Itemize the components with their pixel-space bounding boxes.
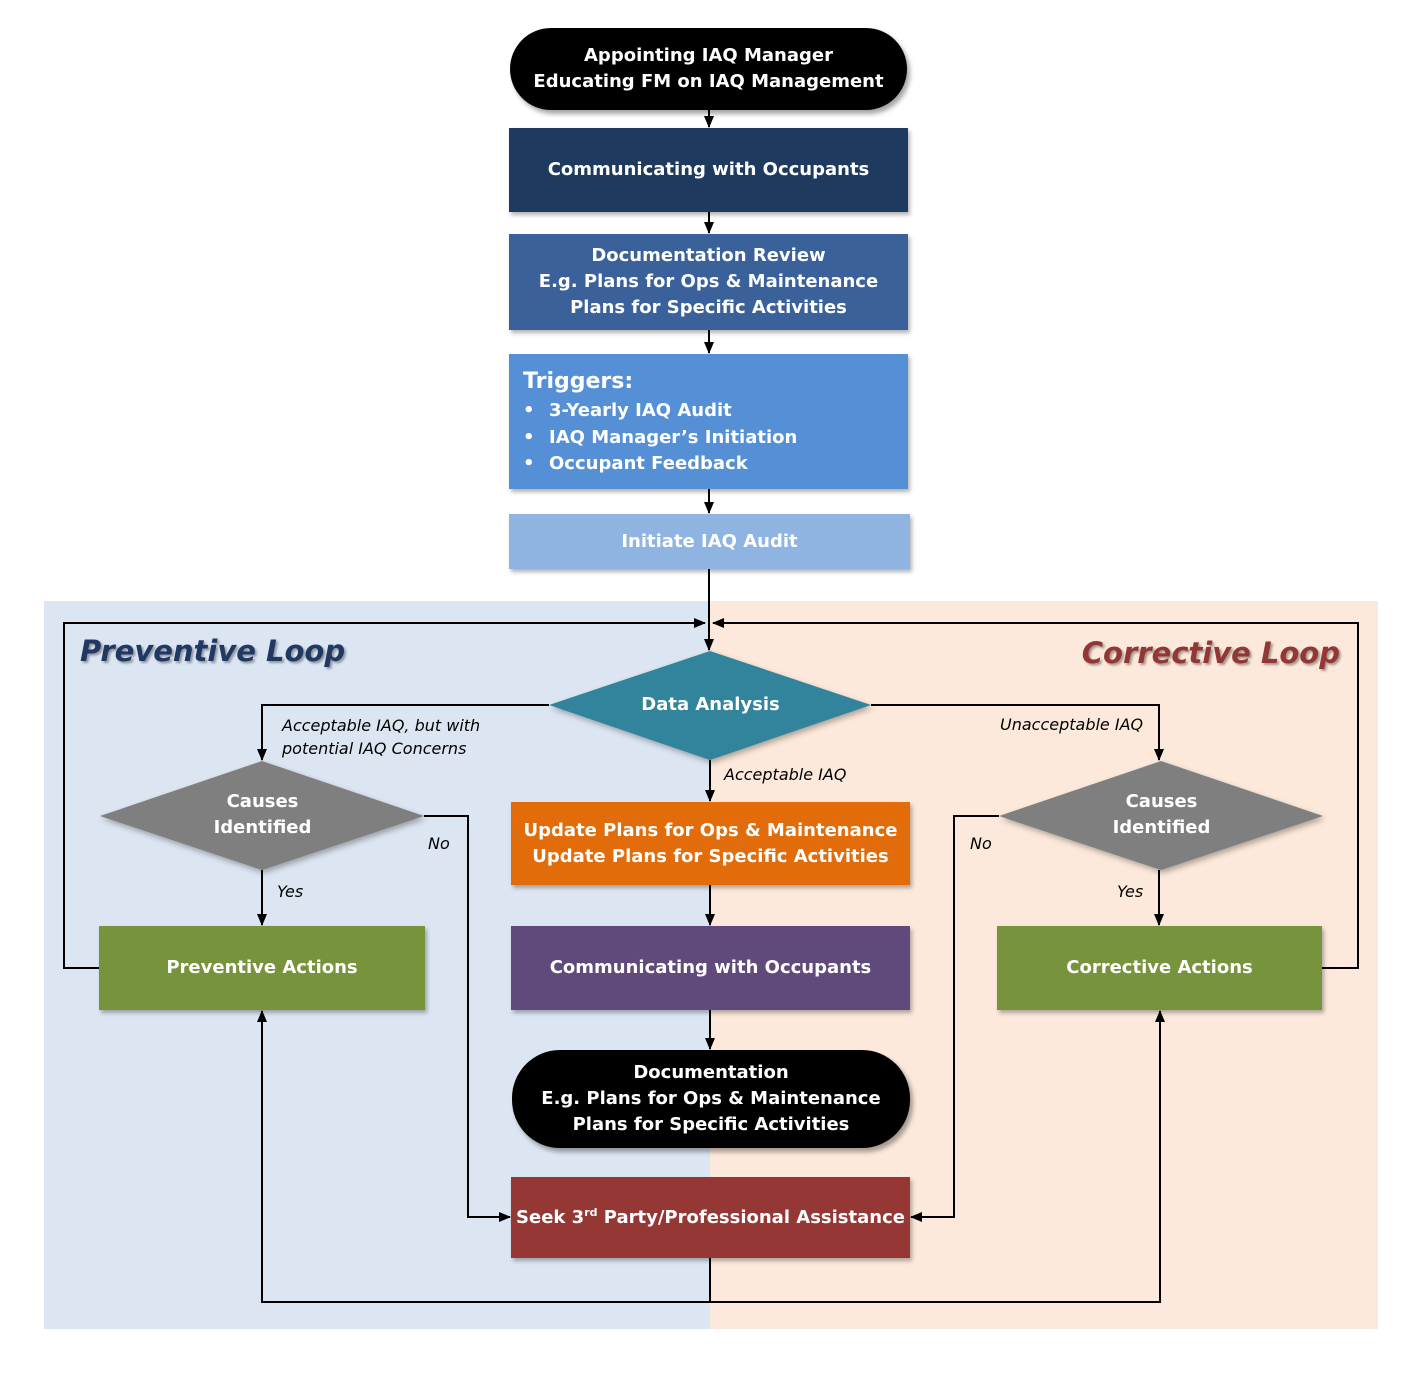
communicating-occupants-label-1: Communicating with Occupants <box>547 159 870 180</box>
causes-left-line1: Causes <box>226 791 299 812</box>
update-plans-line2: Update Plans for Specific Activities <box>532 845 889 867</box>
edge-causes-left-no <box>424 815 511 1222</box>
causes-identified-left-label: Causes Identified <box>100 761 425 869</box>
corrective-loop-title: Corrective Loop <box>1081 636 1340 670</box>
causes-right-line2: Identified <box>1112 817 1211 838</box>
trigger-item: • Occupant Feedback <box>523 451 797 478</box>
edge-label-yes-right: Yes <box>1117 882 1144 901</box>
triggers-list: • 3-Yearly IAQ Audit • IAQ Manager’s Initi… <box>523 398 797 478</box>
edge-label-no-right: No <box>970 834 992 853</box>
trigger-item: • IAQ Manager’s Initiation <box>523 425 797 452</box>
preventive-actions-box: Preventive Actions <box>99 926 425 1010</box>
communicating-occupants-label-2: Communicating with Occupants <box>549 957 872 978</box>
seek-assistance-pre: Seek 3 <box>516 1206 585 1228</box>
causes-identified-left-diamond <box>100 761 424 870</box>
causes-identified-right-diamond <box>999 761 1323 870</box>
edge-label-no-left: No <box>428 834 450 853</box>
data-analysis-diamond <box>549 651 871 760</box>
start-node-line2: Educating FM on IAQ Management <box>533 71 884 92</box>
documentation-review-box: Documentation Review E.g. Plans for Ops … <box>509 234 908 330</box>
edge-preventive-return <box>63 618 706 969</box>
data-analysis-text: Data Analysis <box>641 694 780 715</box>
initiate-audit-label: Initiate IAQ Audit <box>621 530 798 552</box>
bullet-icon: • <box>523 453 535 474</box>
documentation-review-line2: E.g. Plans for Ops & Maintenance <box>538 271 879 292</box>
start-node: Appointing IAQ Manager Educating FM on I… <box>510 28 907 110</box>
documentation-line1: Documentation <box>633 1062 789 1083</box>
edge-seek-to-preventive <box>257 1010 711 1303</box>
trigger-item-label: 3-Yearly IAQ Audit <box>549 400 732 421</box>
communicating-occupants-box-1: Communicating with Occupants <box>509 128 908 212</box>
edge-da-to-causes-right <box>871 704 1164 761</box>
edge-da-to-causes-left <box>257 704 549 761</box>
edge-seek-to-corrective <box>710 1010 1165 1303</box>
edge-corrective-return <box>712 618 1359 969</box>
preventive-actions-label: Preventive Actions <box>166 957 358 978</box>
edge-causes-right-no <box>910 815 999 1222</box>
update-plans-box: Update Plans for Ops & Maintenance Updat… <box>511 802 910 885</box>
start-node-line1: Appointing IAQ Manager <box>584 45 833 66</box>
seek-assistance-label: Seek 3rd Party/Professional Assistance <box>516 1205 905 1231</box>
trigger-item-label: IAQ Manager’s Initiation <box>549 426 798 448</box>
edge-label-acceptable: Acceptable IAQ <box>724 765 847 784</box>
corrective-actions-label: Corrective Actions <box>1066 957 1253 978</box>
documentation-review-line3: Plans for Specific Activities <box>570 297 847 318</box>
documentation-line3: Plans for Specific Activities <box>572 1114 850 1135</box>
seek-assistance-box: Seek 3rd Party/Professional Assistance <box>511 1177 910 1258</box>
edge-label-unacceptable: Unacceptable IAQ <box>1000 715 1144 734</box>
documentation-line2: E.g. Plans for Ops & Maintenance <box>541 1088 881 1109</box>
data-analysis-label: Data Analysis <box>549 651 872 759</box>
trigger-item: • 3-Yearly IAQ Audit <box>523 398 797 425</box>
seek-assistance-sup: rd <box>584 1205 598 1219</box>
edge-label-acceptable-concerns-2: potential IAQ Concerns <box>282 739 467 758</box>
update-plans-line1: Update Plans for Ops & Maintenance <box>523 819 898 841</box>
edge-label-yes-left: Yes <box>277 882 304 901</box>
corrective-actions-box: Corrective Actions <box>997 926 1322 1010</box>
documentation-node: Documentation E.g. Plans for Ops & Maint… <box>512 1050 910 1148</box>
bullet-icon: • <box>523 400 535 421</box>
communicating-occupants-box-2: Communicating with Occupants <box>511 926 910 1010</box>
bullet-icon: • <box>523 426 535 448</box>
causes-right-line1: Causes <box>1125 791 1198 812</box>
seek-assistance-post: Party/Professional Assistance <box>597 1206 905 1228</box>
causes-identified-right-label: Causes Identified <box>999 761 1324 869</box>
triggers-box: Triggers: • 3-Yearly IAQ Audit • IAQ Manag… <box>509 354 908 489</box>
triggers-title: Triggers: <box>523 369 634 394</box>
edge-label-acceptable-concerns-1: Acceptable IAQ, but with <box>282 716 481 735</box>
preventive-loop-title: Preventive Loop <box>80 634 346 668</box>
causes-left-line2: Identified <box>213 817 312 838</box>
initiate-audit-box: Initiate IAQ Audit <box>509 514 910 569</box>
trigger-item-label: Occupant Feedback <box>549 453 748 474</box>
documentation-review-line1: Documentation Review <box>591 245 826 266</box>
